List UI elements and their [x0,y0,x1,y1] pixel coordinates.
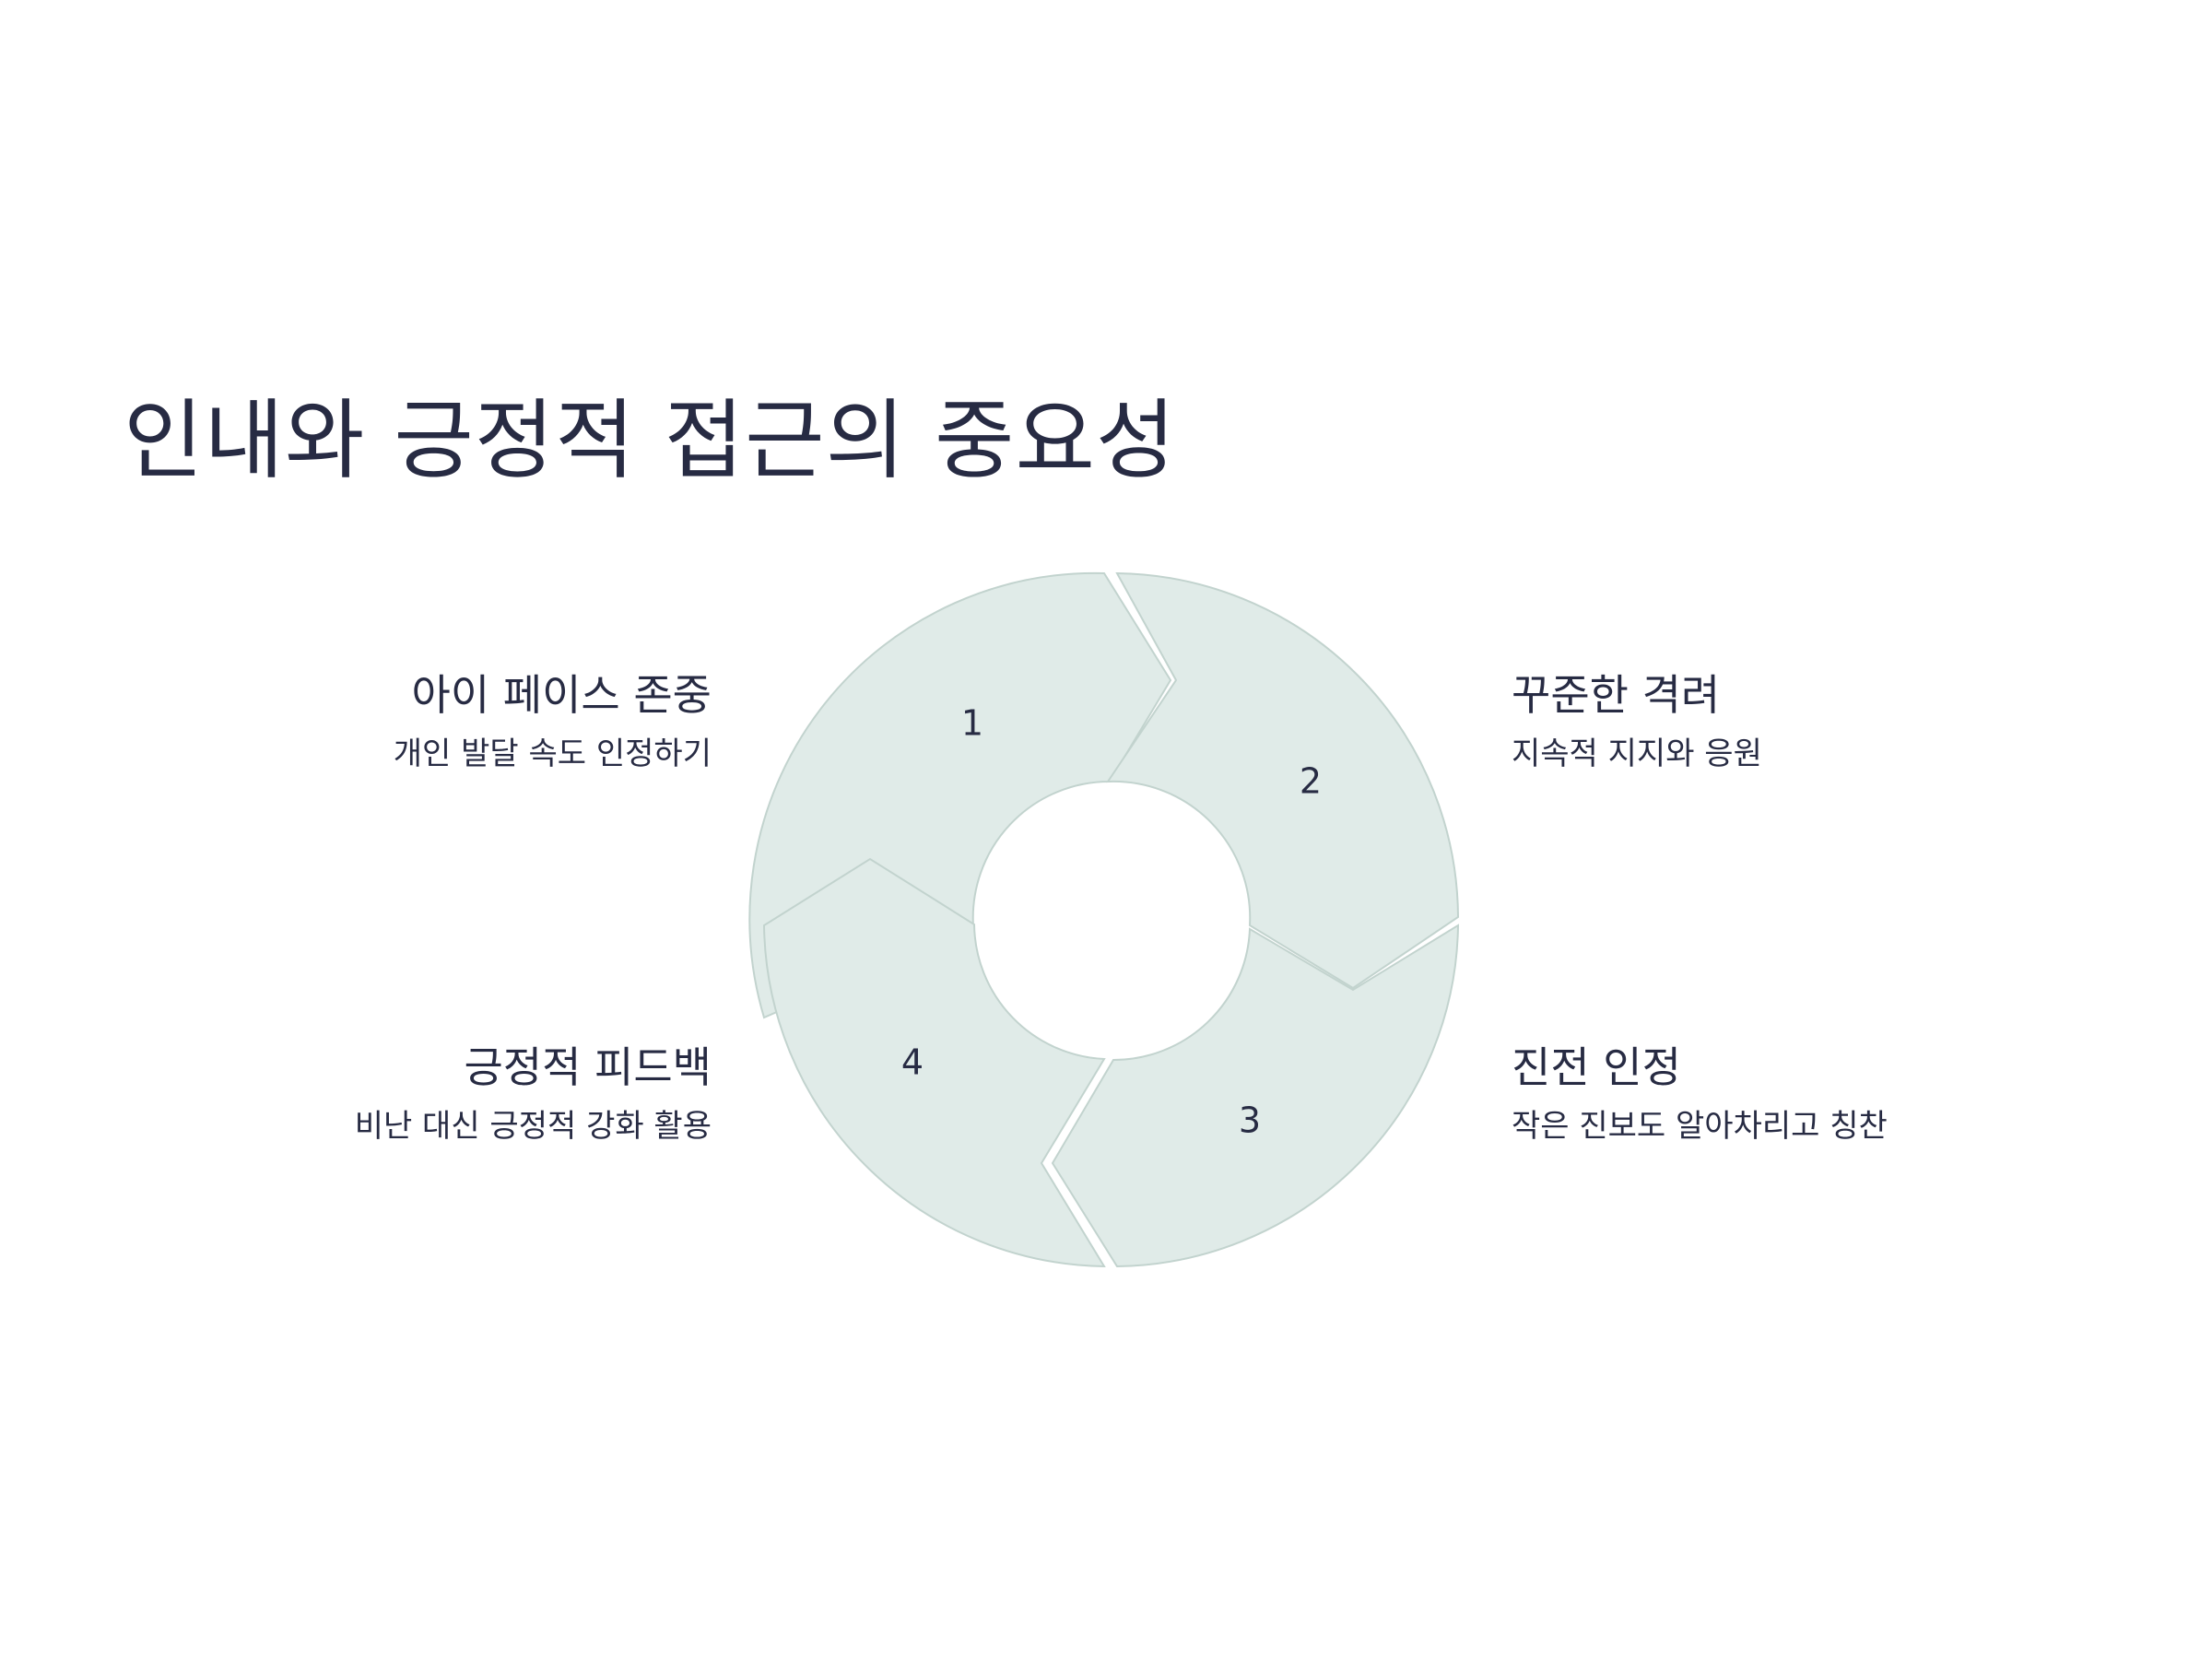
step-description-1: 개인 발달 속도 인정하기 [393,735,712,772]
step-number-1: 1 [961,703,983,744]
step-number-2: 2 [1300,761,1322,802]
step-title-3: 진전 인정 [1512,1042,1681,1092]
step-description-3: 작은 진보도 알아차리고 칭찬 [1512,1108,1888,1145]
step-title-2: 꾸준한 격려 [1512,670,1721,720]
step-number-4: 4 [901,1042,924,1083]
cycle-segment-3: 3 [1051,924,1460,1268]
step-label-4: 긍정적 피드백 비난 대신 긍정적 강화 활용 [355,1040,712,1147]
step-title-1: 아이 페이스 존중 [411,670,712,720]
step-description-4: 비난 대신 긍정적 강화 활용 [354,1108,712,1145]
step-title-4: 긍정적 피드백 [464,1042,712,1092]
step-label-1: 아이 페이스 존중 개인 발달 속도 인정하기 [394,667,712,774]
step-label-2: 꾸준한 격려 지속적 지지와 응원 [1512,667,1762,774]
step-label-3: 진전 인정 작은 진보도 알아차리고 칭찬 [1512,1040,1888,1147]
step-number-3: 3 [1239,1100,1261,1141]
cycle-segment-2: 2 [1106,571,1460,990]
page-title: 인내와 긍정적 접근의 중요성 [124,391,1177,491]
step-description-2: 지속적 지지와 응원 [1512,735,1762,772]
cycle-segment-4: 4 [762,857,1106,1268]
